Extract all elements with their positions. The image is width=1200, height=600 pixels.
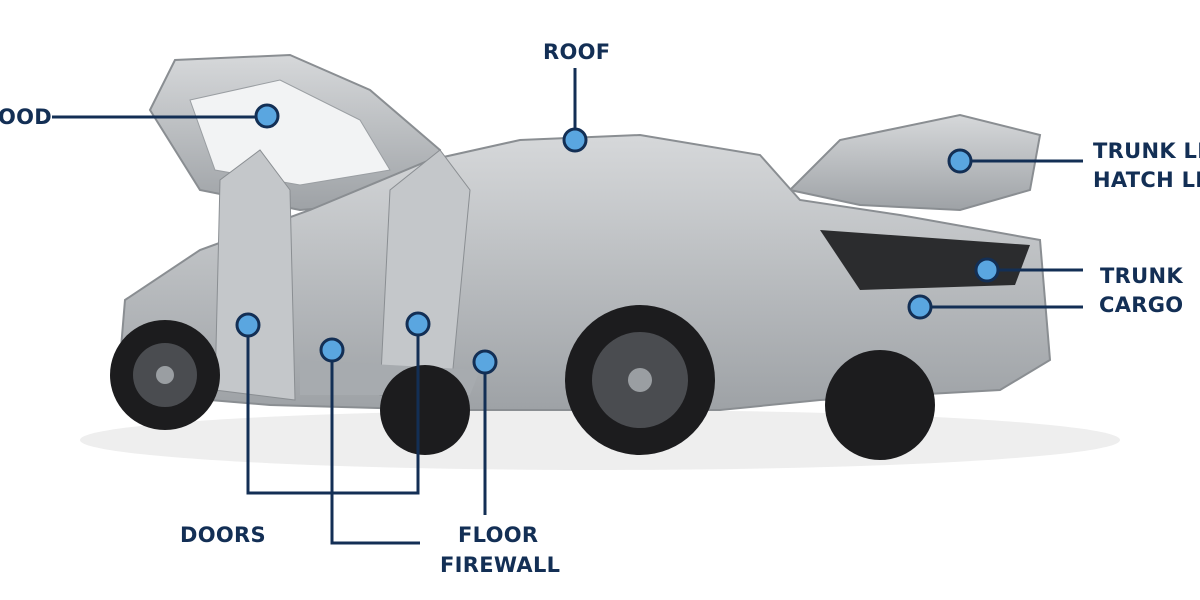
hood-dot [254,103,280,129]
floor-dot [319,337,345,363]
door-front-dot [235,312,261,338]
door-rear-dot [405,311,431,337]
label-cargo: CARGO [1099,293,1184,317]
label-floor: FLOOR [458,523,539,547]
label-hatch-lid: HATCH LI [1093,168,1200,192]
label-doors: DOORS [180,523,266,547]
trunk-dot [974,257,1000,283]
label-trunk-lid: TRUNK LI [1093,139,1200,163]
callout-dots [235,103,1000,375]
roof-dot [562,127,588,153]
firewall-dot [472,349,498,375]
trunk-lid-dot [947,148,973,174]
cargo-dot [907,294,933,320]
callout-lines [52,68,1083,545]
label-trunk: TRUNK [1100,264,1183,288]
label-firewall: FIREWALL [440,553,561,577]
wheels [110,305,935,460]
label-roof: ROOF [543,40,611,64]
label-hood: OOD [0,105,53,129]
